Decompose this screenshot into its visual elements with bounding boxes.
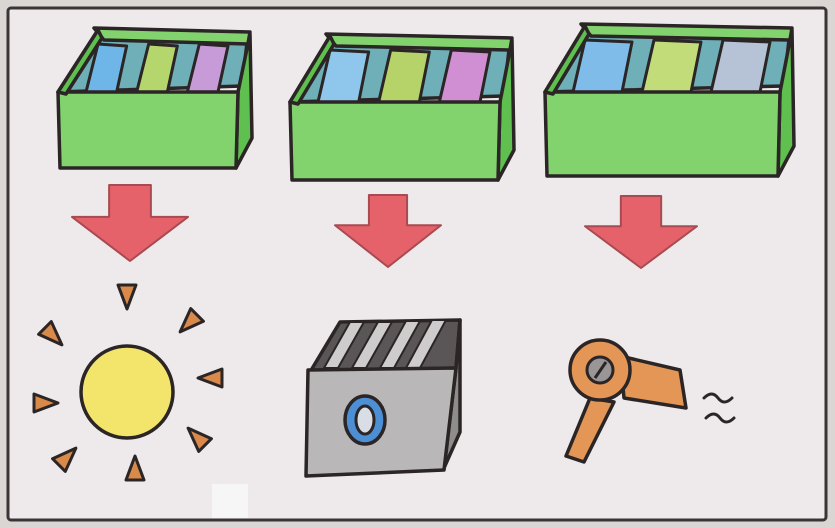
paper-patch bbox=[212, 484, 248, 518]
sun-disc bbox=[81, 346, 173, 438]
box-front bbox=[58, 92, 238, 168]
machine-button-center bbox=[356, 406, 374, 434]
box-swatch-3 bbox=[711, 40, 770, 92]
box-front bbox=[290, 102, 500, 180]
box-back-rim bbox=[581, 24, 792, 40]
box-front bbox=[545, 92, 780, 176]
box-back-rim bbox=[94, 28, 250, 44]
box-swatch-2 bbox=[642, 40, 701, 92]
drying-machine-icon bbox=[306, 320, 460, 476]
open-box-right bbox=[545, 24, 794, 176]
open-box-middle bbox=[290, 34, 514, 180]
box-back-rim bbox=[326, 34, 512, 50]
open-box-left bbox=[58, 28, 252, 168]
